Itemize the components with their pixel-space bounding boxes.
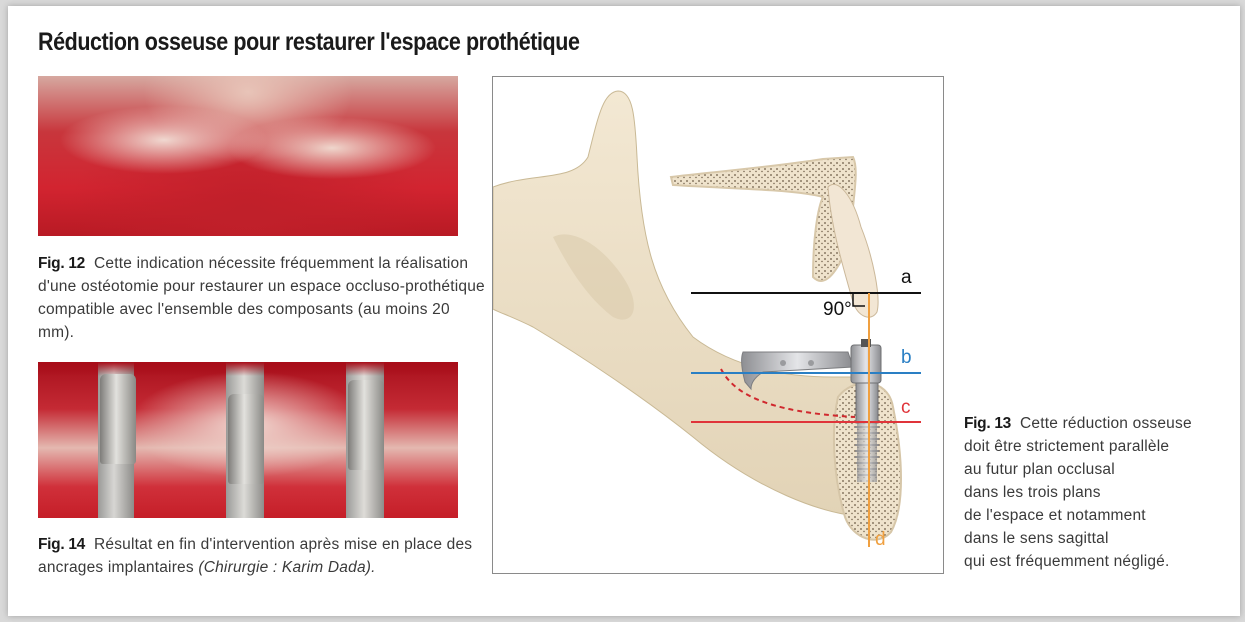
fig12-text: Cette indication nécessite fréquemment l… <box>38 255 485 341</box>
fig13-line-3: au futur plan occlusal <box>964 461 1115 478</box>
fig13-line-5: de l'espace et notamment <box>964 507 1146 524</box>
implant-post <box>100 374 136 464</box>
fig13-line-7: qui est fréquemment négligé. <box>964 553 1170 570</box>
implant-post <box>348 380 384 470</box>
fig13-line-2: doit être strictement parallèle <box>964 438 1170 455</box>
page-title: Réduction osseuse pour restaurer l'espac… <box>38 28 580 56</box>
fig13-label: Fig. 13 <box>964 415 1011 432</box>
fig12-photo-osteotomy <box>38 76 458 236</box>
fig12-caption: Fig. 12 Cette indication nécessite fréqu… <box>38 252 488 344</box>
implant-post <box>228 394 264 484</box>
fig14-credit: (Chirurgie : Karim Dada). <box>198 559 376 576</box>
line-c-label: c <box>901 397 911 418</box>
line-b-label: b <box>901 347 912 368</box>
line-a-label: a <box>901 267 912 288</box>
fig13-line-6: dans le sens sagittal <box>964 530 1109 547</box>
fig13-diagram: 90° a b c d <box>492 76 944 574</box>
line-d-label: d <box>875 529 886 550</box>
angle-label: 90° <box>823 299 852 320</box>
fig14-photo-implants <box>38 362 458 518</box>
fig13-line-1: Cette réduction osseuse <box>1020 415 1192 432</box>
mandible-illustration <box>493 90 921 547</box>
fig12-label: Fig. 12 <box>38 255 85 272</box>
fig13-caption: Fig. 13 Cette réduction osseuse doit êtr… <box>964 412 1224 573</box>
fig13-line-4: dans les trois plans <box>964 484 1101 501</box>
fig14-text: Résultat en fin d'intervention après mis… <box>38 536 473 576</box>
fig14-label: Fig. 14 <box>38 536 85 553</box>
fig14-caption: Fig. 14 Résultat en fin d'intervention a… <box>38 533 498 579</box>
